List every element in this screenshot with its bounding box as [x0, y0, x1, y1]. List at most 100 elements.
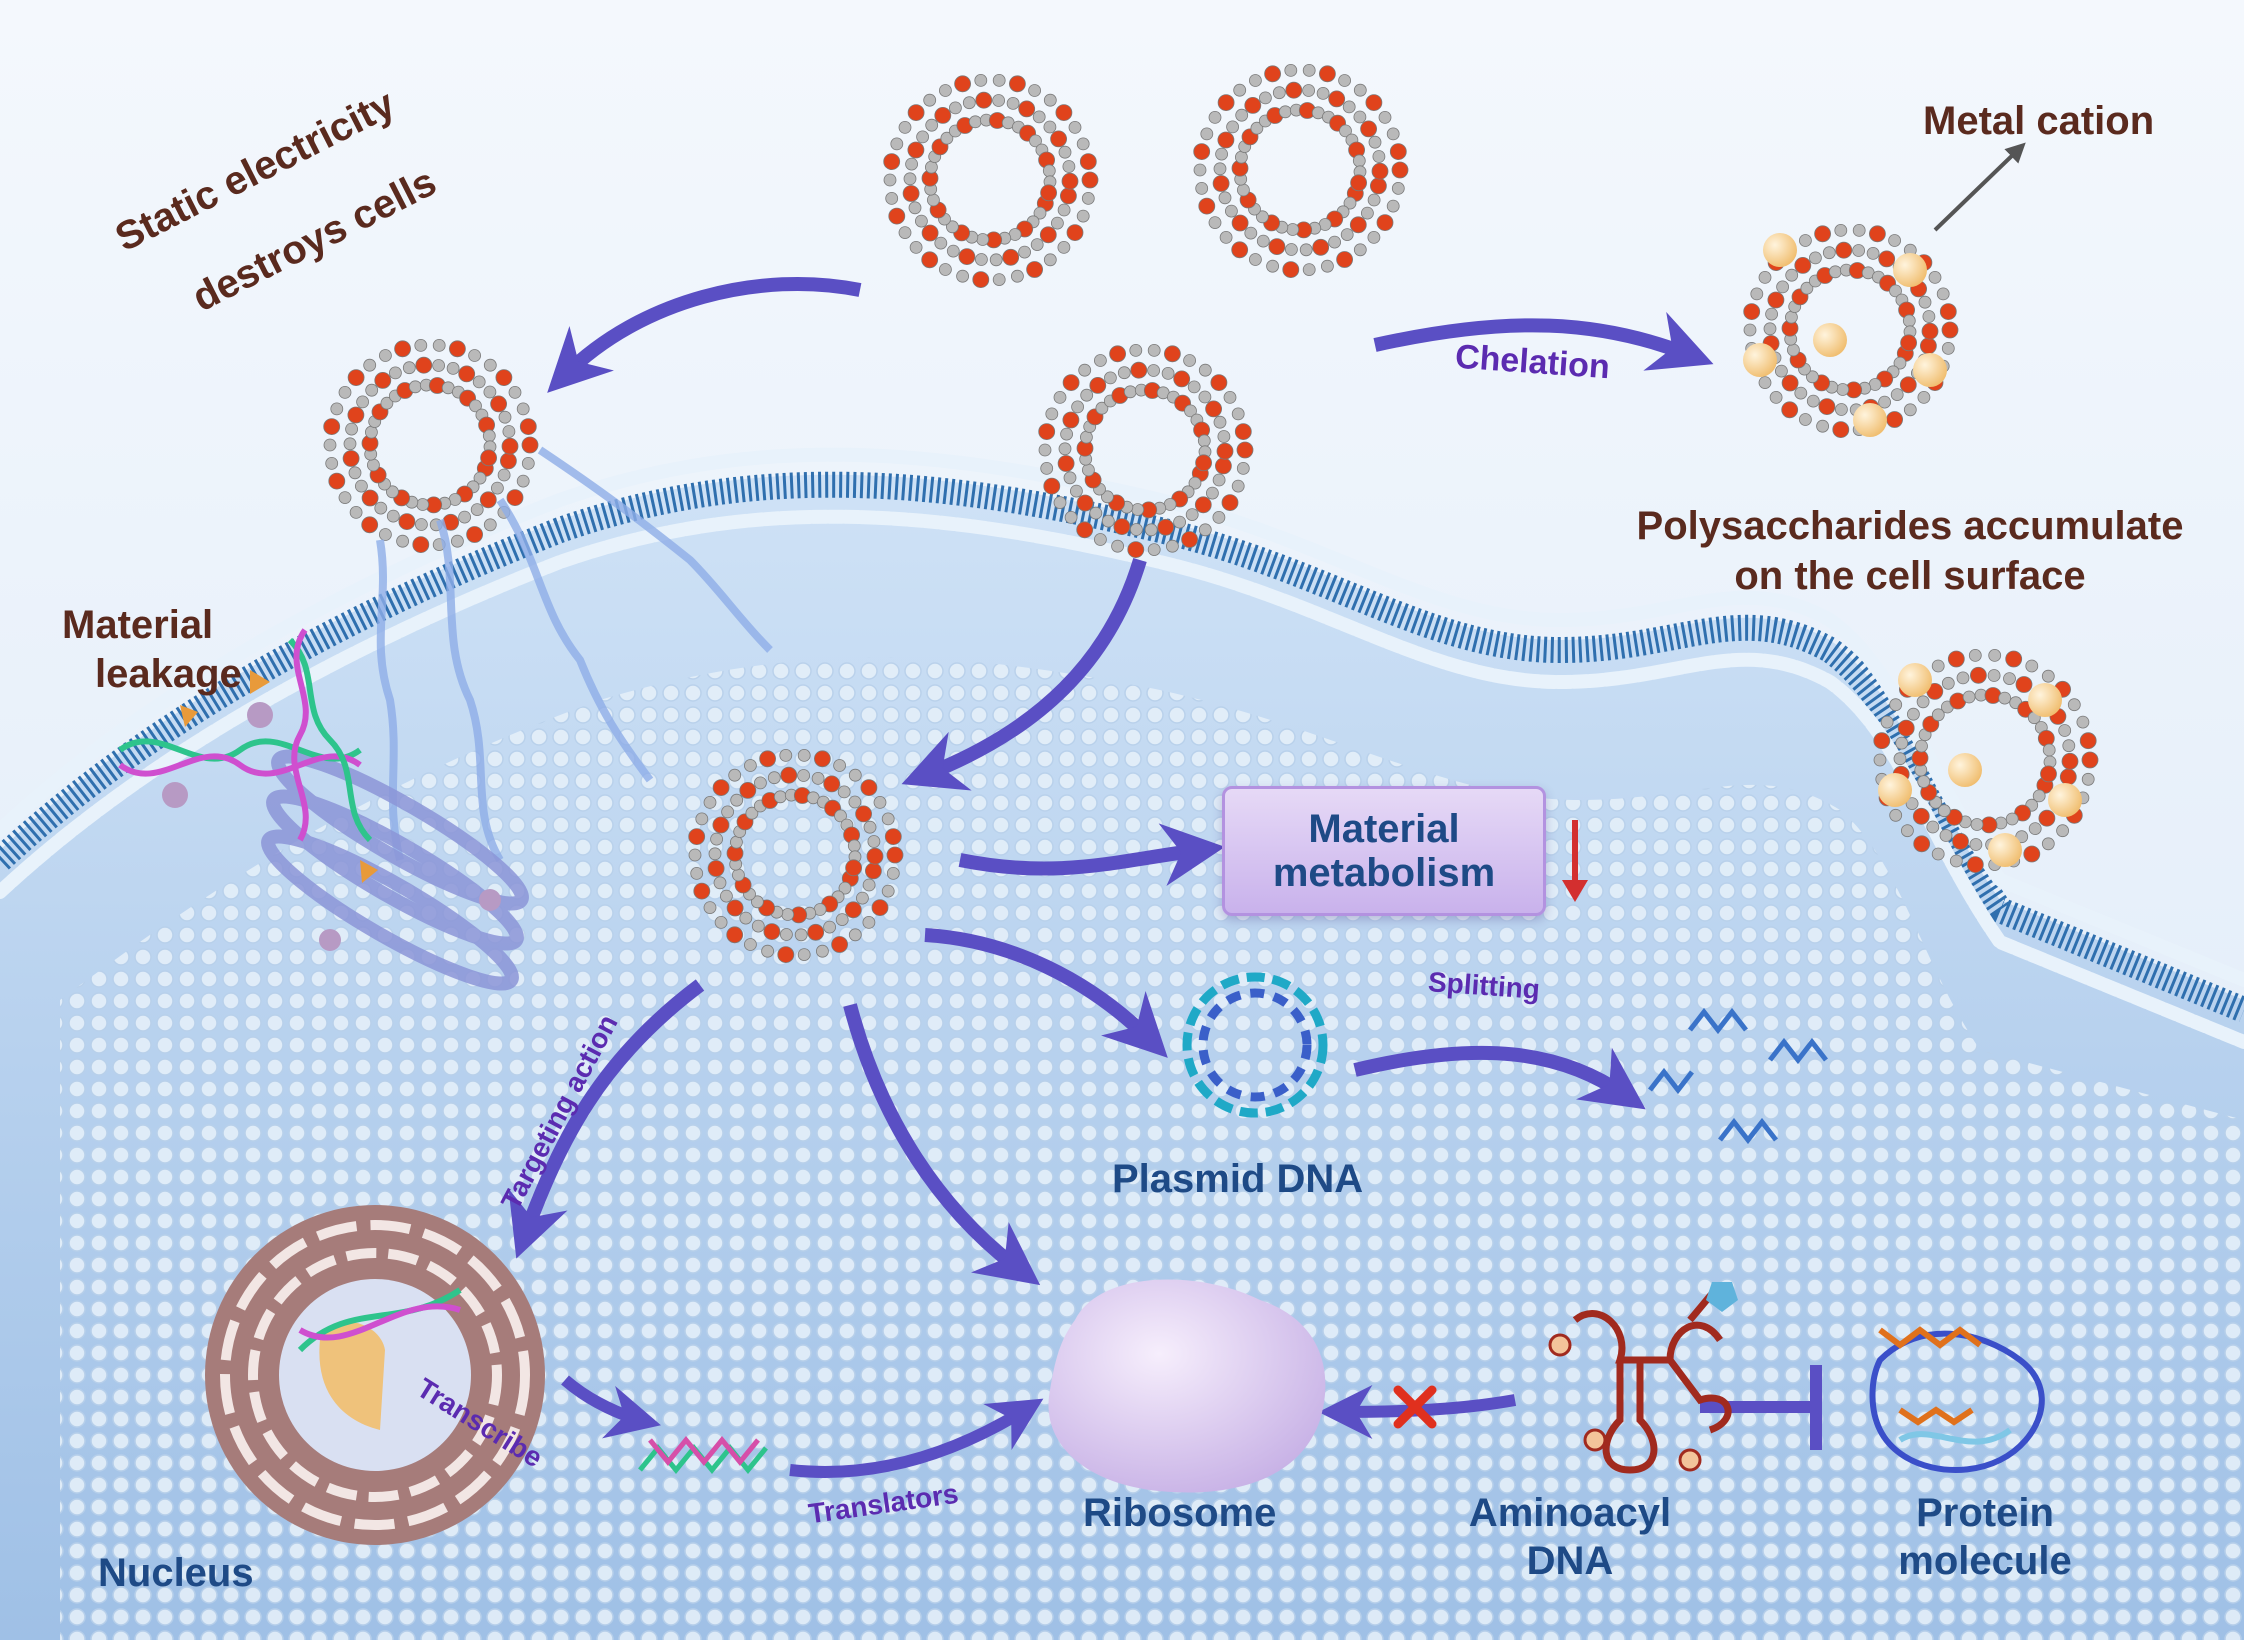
atom: [1193, 143, 1211, 161]
label-aminoacyl-line2: DNA: [1526, 1539, 1614, 1583]
label-protein-line1: Protein: [1916, 1491, 2054, 1535]
atom: [1937, 804, 1951, 818]
atom: [1888, 234, 1901, 247]
atom: [1066, 224, 1084, 242]
trna-icon: [1572, 1287, 1732, 1474]
atom: [2005, 650, 2023, 668]
atom: [414, 338, 428, 352]
atom: [516, 402, 530, 416]
atom: [1236, 461, 1250, 475]
atom: [1936, 287, 1950, 301]
atom: [1062, 374, 1080, 392]
atom: [816, 944, 829, 958]
atom: [767, 771, 781, 785]
atom: [1893, 752, 1907, 766]
atom: [1349, 216, 1367, 234]
atom: [343, 437, 357, 451]
atom: [1353, 243, 1367, 257]
atom: [374, 501, 388, 515]
atom: [1339, 124, 1352, 138]
atom: [482, 429, 496, 443]
atom: [1286, 223, 1300, 236]
atom: [1931, 659, 1945, 673]
atom: [1966, 856, 1984, 873]
atom: [1002, 248, 1020, 266]
atom: [992, 94, 1005, 107]
atom: [446, 361, 460, 375]
atom: [1109, 345, 1126, 363]
atom: [1173, 370, 1191, 388]
atom: [378, 528, 392, 541]
atom: [366, 458, 380, 472]
atom: [1889, 698, 1903, 712]
atom: [1195, 454, 1212, 472]
atom: [1302, 84, 1315, 97]
atom: [1353, 83, 1367, 97]
atom: [1221, 494, 1239, 512]
atom: [958, 248, 976, 266]
atom: [1321, 259, 1334, 273]
atom: [708, 847, 722, 861]
atom: [1386, 127, 1400, 141]
plasmid-ring-icon: [1182, 972, 1328, 1118]
atom: [744, 759, 757, 772]
atom: [1765, 307, 1778, 321]
metabolism-box: Material metabolism: [1222, 786, 1546, 916]
atom: [811, 772, 825, 785]
atom: [976, 233, 990, 246]
atom: [1217, 94, 1235, 111]
atom: [871, 899, 889, 916]
atom: [1902, 314, 1916, 328]
atom: [862, 878, 876, 892]
atom: [1947, 650, 1965, 668]
arrow-to-metabolism: [958, 823, 1226, 886]
atom: [1161, 366, 1175, 380]
atom: [1225, 204, 1238, 218]
atom: [690, 867, 704, 880]
atom: [1237, 183, 1250, 197]
atom: [739, 911, 753, 925]
atom: [866, 847, 884, 865]
atom: [1076, 494, 1094, 512]
atom: [1217, 430, 1231, 443]
atom: [1899, 376, 1917, 394]
atom: [1901, 824, 1914, 838]
atom: [1038, 443, 1052, 457]
atom: [745, 806, 759, 820]
atom: [1051, 216, 1064, 230]
atom: [1043, 253, 1057, 267]
metal-cation-icon: [1913, 353, 1947, 387]
atom: [1064, 511, 1078, 524]
atom: [2041, 669, 2055, 683]
atom: [1213, 162, 1227, 176]
label-metabolism-line2: metabolism: [1272, 851, 1496, 895]
atom: [1089, 506, 1103, 520]
atom: [1391, 181, 1405, 195]
atom: [2056, 824, 2070, 838]
label-polysaccharides-line1: Polysaccharides accumulate: [1636, 504, 2184, 548]
metal-cation-icon: [1988, 833, 2022, 867]
atom: [1852, 223, 1866, 237]
atom: [1215, 457, 1232, 475]
atom: [1787, 343, 1800, 357]
atom: [754, 776, 767, 790]
atom: [1873, 732, 1891, 750]
atom: [1078, 363, 1092, 377]
metal-cation-icon: [1853, 403, 1887, 437]
trna-ends: [1548, 1282, 1738, 1472]
atom: [1750, 287, 1764, 301]
atom: [388, 366, 402, 380]
arrow-to-plasmid: [924, 928, 1168, 1058]
nucleus-dna-icon: [297, 1287, 462, 1353]
atom: [1809, 251, 1822, 265]
atom: [2076, 715, 2090, 729]
atom: [883, 173, 897, 187]
atom: [1089, 376, 1107, 394]
atom: [721, 805, 734, 819]
atom: [1060, 187, 1077, 205]
atom: [490, 395, 508, 413]
atom: [1835, 403, 1848, 416]
atom: [1218, 191, 1232, 205]
atom: [483, 385, 497, 399]
atom: [726, 926, 744, 944]
